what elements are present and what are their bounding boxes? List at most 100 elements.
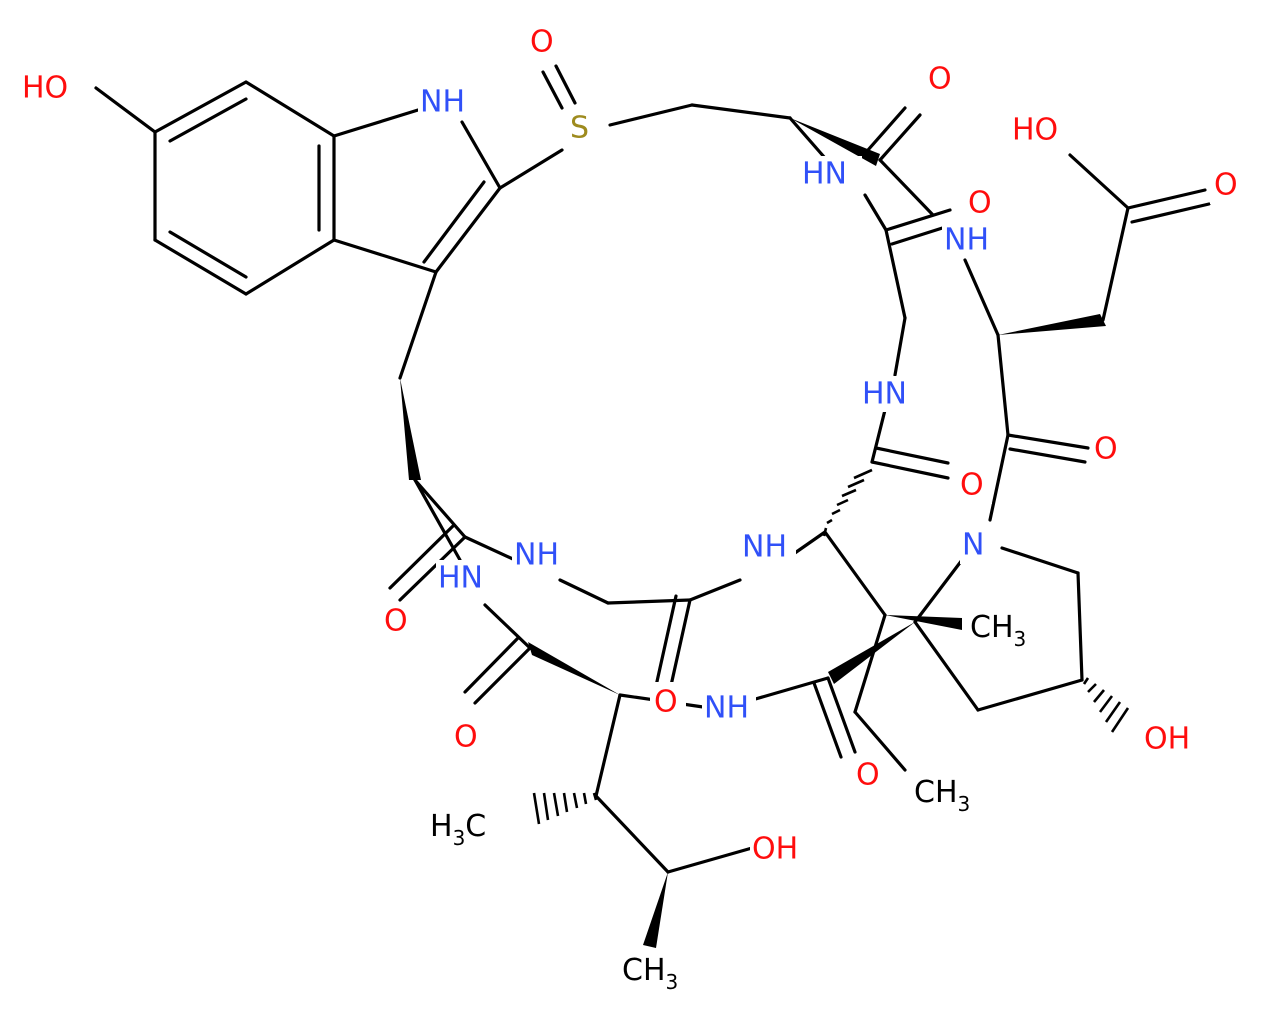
acid-o-label: O	[1214, 168, 1238, 203]
nh-7-label: NH	[704, 691, 749, 726]
bond	[473, 646, 532, 705]
hash-bond	[826, 518, 833, 525]
bond	[976, 678, 1084, 712]
bond	[666, 846, 754, 874]
amide-o-6-label: O	[384, 604, 408, 639]
hash-bond	[831, 508, 841, 516]
bond	[853, 613, 887, 714]
bond	[1068, 153, 1130, 210]
hn-6-label: HN	[438, 561, 483, 596]
bond	[244, 238, 336, 296]
hn-1-label: HN	[802, 157, 847, 192]
bond	[153, 80, 248, 134]
bond	[853, 710, 907, 772]
hash-bond	[1087, 683, 1097, 693]
amide-o-3-label: O	[1094, 432, 1118, 467]
bond	[668, 598, 692, 692]
bond	[884, 228, 907, 320]
wedge-bond	[790, 118, 880, 166]
acid-oh-label: HO	[1012, 113, 1058, 148]
label-layer: HO NH O S O HN O NH HO O HN O O N NH	[20, 24, 1250, 994]
bond	[870, 460, 950, 480]
hash-bond	[562, 792, 569, 813]
hash-bond	[1093, 689, 1105, 703]
ch3-1-label: CH3	[970, 610, 1026, 652]
bond	[884, 208, 952, 232]
nh-2-label: NH	[944, 223, 989, 258]
amide-o-7-label: O	[654, 685, 678, 720]
hash-bond	[592, 792, 598, 801]
amide-o-2-label: O	[968, 186, 992, 221]
wedge-bond	[643, 872, 668, 948]
bond	[866, 106, 907, 152]
bond	[893, 316, 907, 377]
sulfur-label: S	[570, 111, 589, 146]
bond	[823, 530, 887, 617]
bond	[332, 108, 420, 138]
hash-bond	[853, 468, 873, 480]
amide-o-8-label: O	[454, 720, 478, 755]
nh-indole-label: NH	[420, 85, 465, 120]
hash-bond	[1104, 701, 1122, 723]
bond	[790, 530, 827, 557]
bond	[413, 478, 462, 562]
oh-indole-label: HO	[22, 71, 68, 106]
proline-n-label: N	[962, 528, 984, 563]
wedge-bond	[885, 615, 962, 630]
hash-layer	[532, 468, 1130, 825]
bond	[1006, 433, 1090, 450]
bond	[434, 186, 502, 274]
bond	[94, 86, 157, 134]
ch3-2-label: CH3	[914, 775, 970, 817]
bond	[826, 676, 857, 754]
bond	[463, 535, 517, 562]
bond	[913, 620, 980, 712]
bond	[1126, 188, 1207, 210]
bond	[332, 238, 438, 274]
wedge-layer	[400, 118, 1106, 948]
amide-o-9-label: O	[856, 758, 880, 793]
wedge-bond	[400, 378, 421, 480]
bond	[874, 446, 950, 465]
bond	[463, 636, 520, 694]
nh-4-label: NH	[742, 530, 787, 565]
hash-bond	[841, 488, 857, 498]
bond	[878, 113, 922, 162]
bond	[558, 578, 610, 605]
nh-5-label: NH	[514, 538, 559, 573]
h3c-label: H3C	[430, 809, 486, 851]
wedge-bond	[828, 622, 915, 684]
bond	[541, 70, 564, 110]
bond-layer	[94, 64, 1211, 874]
hn-3-label: HN	[862, 377, 907, 412]
sulfoxide-o-label: O	[530, 25, 554, 60]
hash-bond	[532, 792, 541, 825]
bond	[422, 180, 486, 264]
bond	[654, 594, 678, 688]
bond	[413, 478, 467, 539]
thr-oh-label: OH	[752, 832, 798, 867]
bond	[168, 97, 248, 143]
hash-bond	[822, 527, 828, 537]
ch3-3-label: CH3	[622, 953, 678, 995]
amide-o-top-label: O	[928, 62, 952, 97]
bond	[788, 116, 827, 160]
hash-bond	[1082, 677, 1090, 685]
proline-oh-label: OH	[1144, 722, 1190, 757]
bond	[554, 64, 577, 105]
hash-bond	[542, 792, 550, 821]
hash-bond	[552, 792, 560, 817]
bond	[963, 258, 1000, 337]
wedge-bond	[998, 314, 1106, 335]
bond	[913, 558, 964, 624]
bond	[460, 120, 502, 190]
bond	[870, 408, 887, 464]
bond	[878, 158, 935, 217]
wedge-bond	[528, 642, 620, 695]
bond	[168, 230, 248, 279]
bond	[1008, 447, 1087, 464]
bond	[996, 333, 1010, 437]
bond	[388, 523, 456, 590]
